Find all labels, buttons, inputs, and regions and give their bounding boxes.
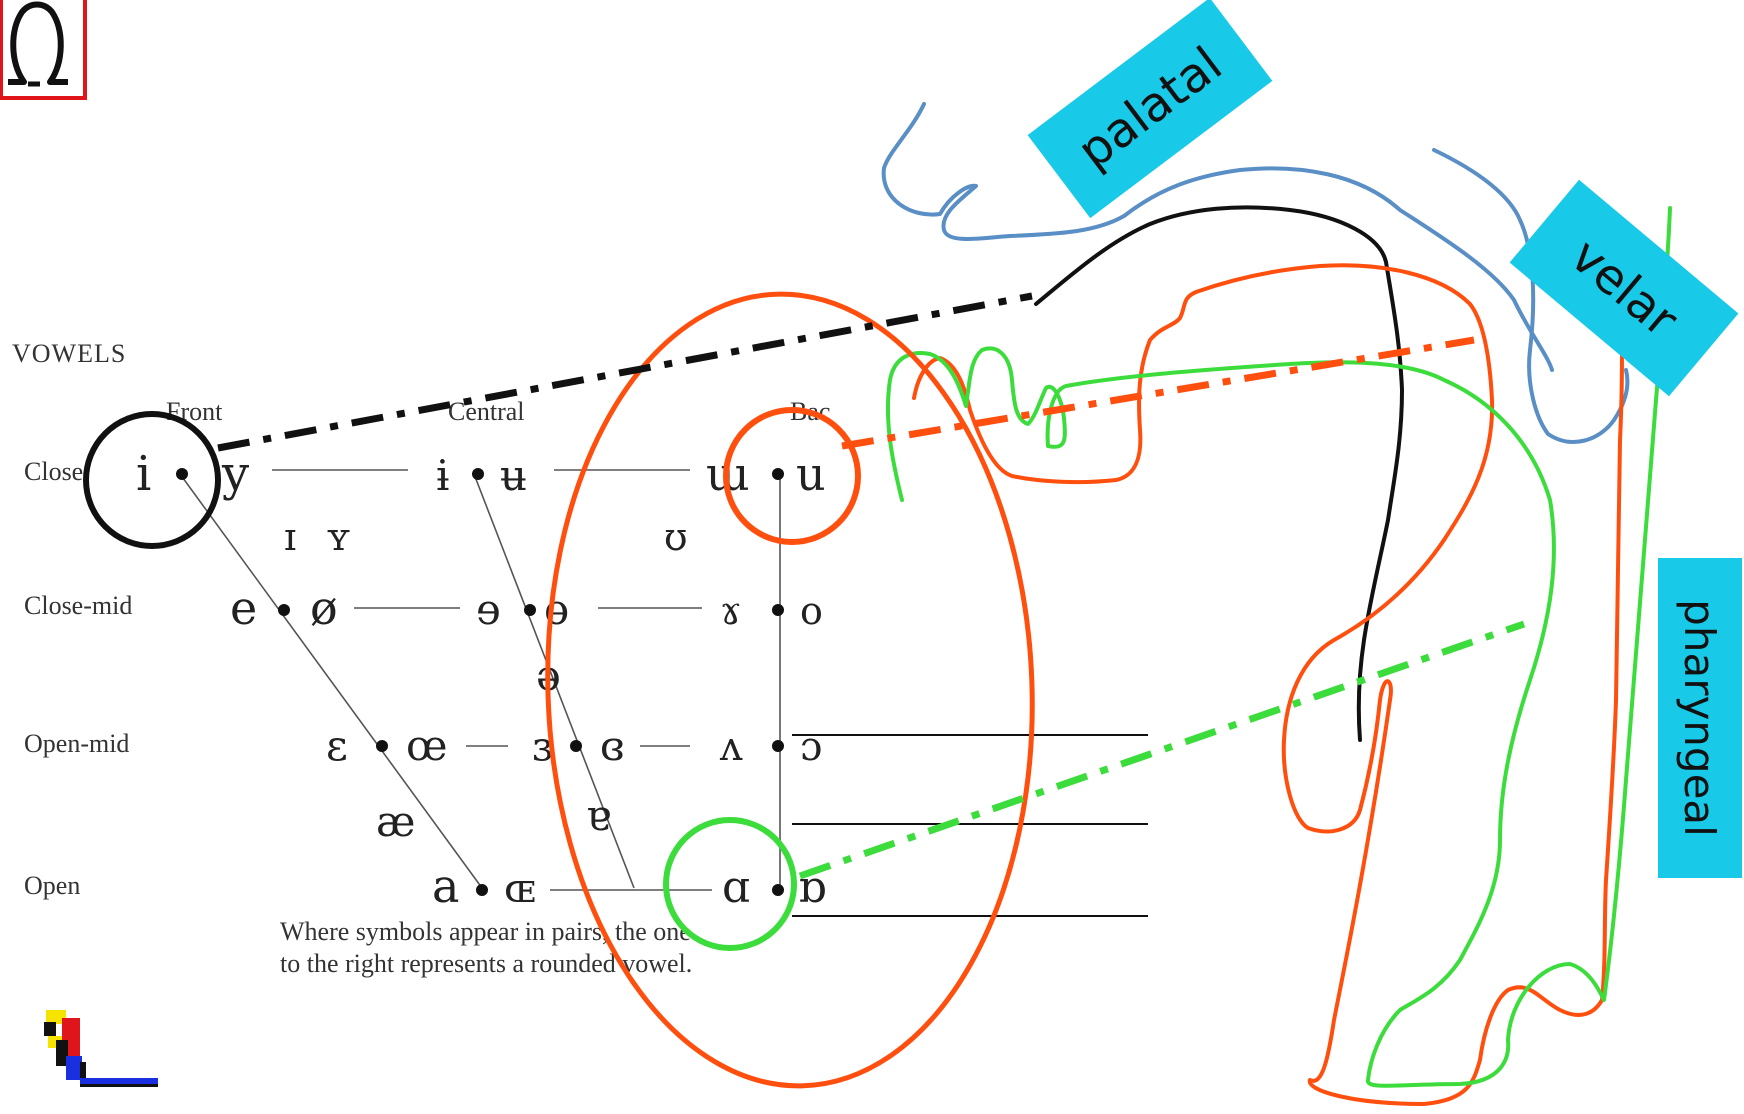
vowel-barred-i: ɨ [436,451,449,500]
vowel-ash: æ [376,797,415,846]
vowel-u: u [796,447,826,501]
palatal-label: palatal [1028,0,1273,218]
chart-heading: VOWELS [12,339,126,368]
vowel-upsilon: ʊ [664,515,688,559]
connector-lines [218,296,1524,876]
tongue-u-outline [914,265,1622,1104]
vowel-small-cap-oe: ɶ [504,866,536,912]
row-label-close-mid: Close-mid [24,591,132,620]
vowel-barred-u: ʉ [500,451,527,500]
row-label-open: Open [24,871,80,900]
chart-note-line-2: to the right represents a rounded vowel. [280,949,692,978]
row-label-close: Close [24,457,83,486]
pharyngeal-label-text: pharyngeal [1675,599,1724,837]
vowel-a: a [432,859,459,913]
vowel-turned-v: ʌ [719,724,743,770]
vowel-rams-horn: ɤ [720,589,741,633]
palatal-connector [218,296,1032,448]
column-label-front: Front [166,397,223,426]
row-label-open-mid: Open-mid [24,729,129,758]
velar-label: velar [1510,180,1739,396]
chart-note-line-1: Where symbols appear in pairs, the one [280,917,691,946]
vowel-small-cap-i: ɪ [284,515,296,559]
vowel-o: o [800,589,823,633]
tongue-a-outline [888,208,1670,1086]
vowel-epsilon: ɛ [326,721,348,770]
pharyngeal-label: pharyngeal [1658,558,1742,878]
vowel-oe-ligature: œ [406,721,448,770]
vowel-y: y [221,446,249,502]
front-close-highlight [86,414,218,546]
vowel-o-slash: ø [310,581,338,635]
palate-outline [884,104,1552,370]
vowel-script-a: ɑ [722,862,750,913]
vowel-closed-reversed-epsilon: ɞ [600,724,625,770]
pharyngeal-connector [800,624,1524,876]
vowel-open-o: ɔ [800,724,822,770]
height-reference-lines [792,735,1148,916]
vowel-i: i [136,446,151,502]
vowel-e: e [230,581,257,635]
pixel-logo-icon [44,1010,158,1087]
tongue-i-outline [1036,207,1402,740]
vowel-small-cap-y: ʏ [326,515,351,559]
vowel-turned-a: ɐ [586,791,611,840]
omega-logo-icon [1,0,85,98]
vowel-trapezoid-lines [180,470,780,890]
vowel-reversed-e: ɘ [476,585,501,634]
